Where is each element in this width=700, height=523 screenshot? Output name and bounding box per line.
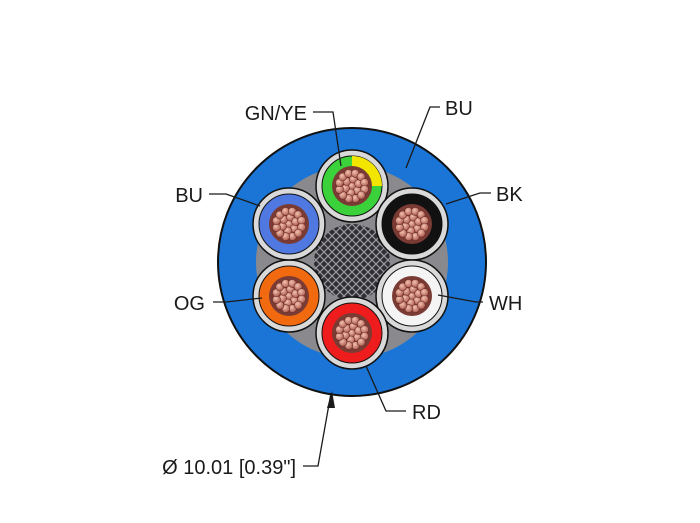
label-wh: WH: [489, 293, 522, 315]
diameter-arrowhead: [327, 391, 335, 408]
core-bk: [375, 187, 449, 261]
label-jacket-bu: BU: [445, 98, 473, 120]
label-gnye: GN/YE: [245, 103, 307, 125]
core-wh: [375, 259, 449, 333]
core-rd: [315, 296, 389, 370]
core-strands-wh: [392, 276, 432, 316]
diameter-label: Ø 10.01 [0.39"]: [162, 457, 296, 479]
leader-line-rd: [365, 365, 406, 412]
core-bu: [252, 187, 326, 261]
label-bu: BU: [175, 185, 203, 207]
cores-group: [252, 149, 449, 370]
core-strands-bk: [392, 204, 432, 244]
leader-line-og: [213, 297, 263, 303]
leader-line-bk: [445, 192, 491, 205]
core-og: [252, 259, 326, 333]
label-bk: BK: [496, 184, 523, 206]
leader-line-bu: [209, 193, 261, 207]
leader-line-gnye: [313, 111, 342, 167]
label-og: OG: [174, 293, 205, 315]
diameter-leader-line: [303, 392, 332, 467]
label-rd: RD: [412, 402, 441, 424]
core-strands-rd: [332, 313, 372, 353]
core-strands-og: [269, 276, 309, 316]
leader-line-wh: [437, 294, 483, 303]
core-strands-gnye: [332, 166, 372, 206]
core-gnye: [315, 149, 389, 223]
center-filler-braid: [314, 224, 390, 300]
core-strands-bu: [269, 204, 309, 244]
leader-line-jacket-bu: [405, 106, 440, 169]
